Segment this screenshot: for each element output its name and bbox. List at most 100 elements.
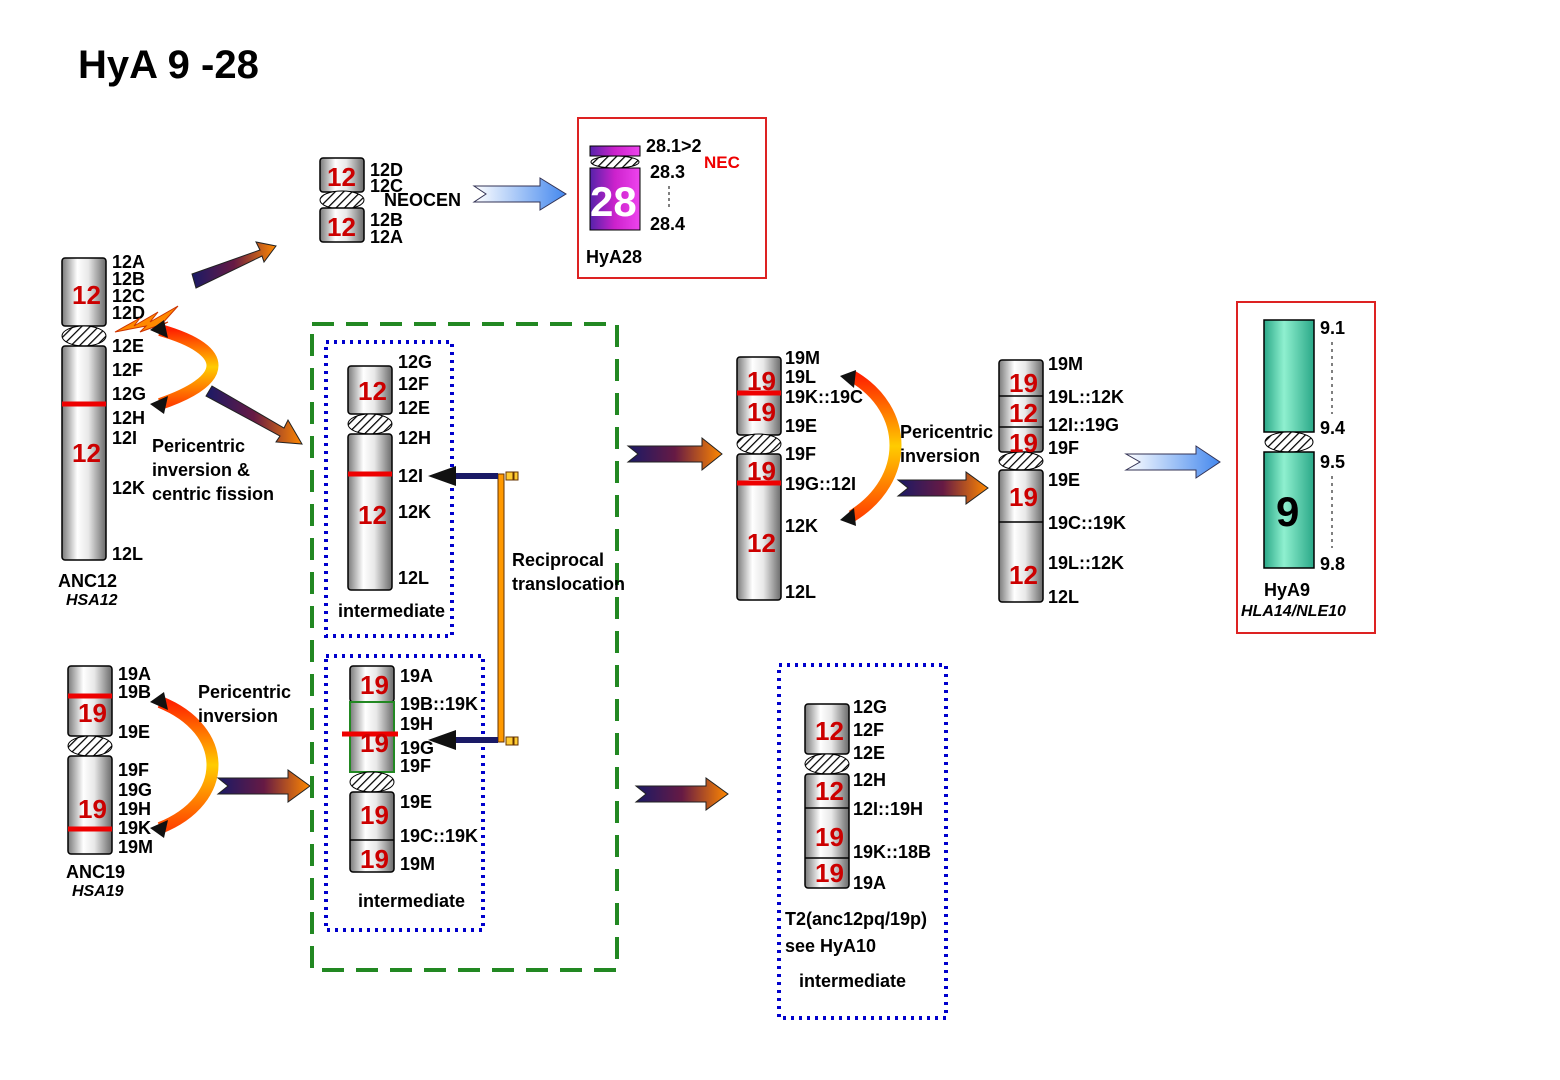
hya28-band-labels: 28.1>2 28.3 NEC 28.4 bbox=[646, 136, 740, 234]
svg-text:12L: 12L bbox=[112, 544, 143, 564]
svg-text:12: 12 bbox=[1009, 398, 1038, 428]
mid2-band-labels: 19M 19L::12K 12I::19G 19F 19E 19C::19K 1… bbox=[1048, 354, 1126, 607]
svg-text:19A: 19A bbox=[118, 664, 151, 684]
svg-text:Pericentric: Pericentric bbox=[152, 436, 245, 456]
svg-text:12K: 12K bbox=[112, 478, 145, 498]
svg-text:19: 19 bbox=[1009, 368, 1038, 398]
inversion-curve-icon bbox=[848, 370, 902, 522]
svg-text:12G: 12G bbox=[398, 352, 432, 372]
svg-text:19M: 19M bbox=[785, 348, 820, 368]
svg-text:19B::19K: 19B::19K bbox=[400, 694, 478, 714]
svg-text:12: 12 bbox=[358, 500, 387, 530]
svg-text:19C::19K: 19C::19K bbox=[400, 826, 478, 846]
int2-chromosome: 19 19 19 19 bbox=[342, 665, 398, 874]
svg-text:see HyA10: see HyA10 bbox=[785, 936, 876, 956]
svg-text:Pericentric: Pericentric bbox=[900, 422, 993, 442]
hya28-name: HyA28 bbox=[586, 247, 642, 267]
intermediate-label: intermediate bbox=[358, 891, 465, 911]
arrow-icon bbox=[472, 177, 567, 211]
svg-text:9.5: 9.5 bbox=[1320, 452, 1345, 472]
anc12-name: ANC12 bbox=[58, 571, 117, 591]
svg-text:12K: 12K bbox=[398, 502, 431, 522]
svg-text:19M: 19M bbox=[400, 854, 435, 874]
anc19-name: ANC19 bbox=[66, 862, 125, 882]
svg-text:19: 19 bbox=[360, 728, 389, 758]
svg-text:19F: 19F bbox=[118, 760, 149, 780]
arrowhead-icon bbox=[150, 320, 168, 338]
svg-text:centric fission: centric fission bbox=[152, 484, 274, 504]
hya9-name: HyA9 bbox=[1264, 580, 1310, 600]
svg-text:12G: 12G bbox=[853, 697, 887, 717]
svg-text:19G: 19G bbox=[118, 780, 152, 800]
arrowhead-icon bbox=[150, 692, 168, 710]
inversion-curve-icon bbox=[157, 696, 219, 834]
svg-text:19H: 19H bbox=[400, 714, 433, 734]
svg-text:12I::19G: 12I::19G bbox=[1048, 415, 1119, 435]
svg-text:19: 19 bbox=[360, 670, 389, 700]
inversion-curve-icon bbox=[158, 324, 219, 410]
svg-text:19: 19 bbox=[78, 698, 107, 728]
svg-text:12E: 12E bbox=[112, 336, 144, 356]
svg-text:12I: 12I bbox=[112, 428, 137, 448]
svg-text:12: 12 bbox=[815, 776, 844, 806]
svg-text:12F: 12F bbox=[853, 720, 884, 740]
svg-text:19L::12K: 19L::12K bbox=[1048, 387, 1124, 407]
svg-text:12L: 12L bbox=[398, 568, 429, 588]
anc19-band-labels: 19A 19B 19E 19F 19G 19H 19K 19M bbox=[118, 664, 153, 857]
hya28-chromosome: 28 bbox=[589, 145, 641, 231]
pericentric-mid-label: Pericentric inversion bbox=[900, 422, 993, 466]
arrow-icon bbox=[626, 436, 723, 472]
svg-text:19C::19K: 19C::19K bbox=[1048, 513, 1126, 533]
chrom-number: 12 bbox=[72, 438, 101, 468]
svg-text:12I: 12I bbox=[398, 466, 423, 486]
svg-text:19L: 19L bbox=[785, 367, 816, 387]
pericentric-fission-label: Pericentric inversion & centric fission bbox=[152, 436, 274, 504]
svg-text:19: 19 bbox=[815, 858, 844, 888]
mid1-band-labels: 19M 19L 19K::19C 19E 19F 19G::12I 12K 12… bbox=[785, 348, 863, 602]
svg-text:19A: 19A bbox=[853, 873, 886, 893]
neocen-chromosome: 12 12 bbox=[319, 157, 365, 243]
anc12-chromosome: 12 12 bbox=[61, 257, 107, 561]
svg-text:12: 12 bbox=[747, 528, 776, 558]
svg-text:9.8: 9.8 bbox=[1320, 554, 1345, 574]
svg-text:28.3: 28.3 bbox=[650, 162, 685, 182]
arrowhead-icon bbox=[150, 820, 168, 838]
svg-text:19: 19 bbox=[747, 397, 776, 427]
svg-text:19G: 19G bbox=[400, 738, 434, 758]
svg-text:12F: 12F bbox=[112, 360, 143, 380]
hya28-box bbox=[577, 117, 767, 279]
hya9-sub: HLA14/NLE10 bbox=[1241, 603, 1346, 620]
svg-text:19M: 19M bbox=[118, 837, 153, 857]
svg-text:19: 19 bbox=[360, 844, 389, 874]
svg-text:19: 19 bbox=[360, 800, 389, 830]
svg-text:12B: 12B bbox=[370, 210, 403, 230]
arrow-icon bbox=[634, 777, 729, 811]
svg-text:12F: 12F bbox=[398, 374, 429, 394]
svg-text:12H: 12H bbox=[398, 428, 431, 448]
arrow-icon bbox=[1124, 445, 1221, 479]
svg-text:19: 19 bbox=[747, 456, 776, 486]
svg-text:12: 12 bbox=[1009, 560, 1038, 590]
lightning-icon bbox=[114, 305, 179, 333]
anc19-sub: HSA19 bbox=[72, 883, 124, 900]
svg-text:Reciprocal: Reciprocal bbox=[512, 550, 604, 570]
arrow-icon bbox=[896, 471, 989, 505]
svg-text:12L: 12L bbox=[785, 582, 816, 602]
svg-text:19G::12I: 19G::12I bbox=[785, 474, 856, 494]
page-title: HyA 9 -28 bbox=[78, 43, 259, 87]
svg-text:12: 12 bbox=[327, 162, 356, 192]
t2-caption: T2(anc12pq/19p) see HyA10 bbox=[785, 909, 927, 956]
chrom-number: 12 bbox=[72, 280, 101, 310]
reciprocal-translocation-bracket bbox=[428, 466, 519, 750]
svg-text:inversion &: inversion & bbox=[152, 460, 250, 480]
svg-text:19: 19 bbox=[1009, 482, 1038, 512]
int1-band-labels: 12G 12F 12E 12H 12I 12K 12L bbox=[398, 352, 432, 588]
arrowhead-icon bbox=[840, 508, 856, 526]
svg-text:12A: 12A bbox=[370, 227, 403, 247]
arrow-icon bbox=[216, 769, 311, 803]
arrow-icon bbox=[191, 241, 277, 289]
svg-text:19: 19 bbox=[815, 822, 844, 852]
svg-text:19: 19 bbox=[747, 366, 776, 396]
svg-text:12D: 12D bbox=[112, 303, 145, 323]
